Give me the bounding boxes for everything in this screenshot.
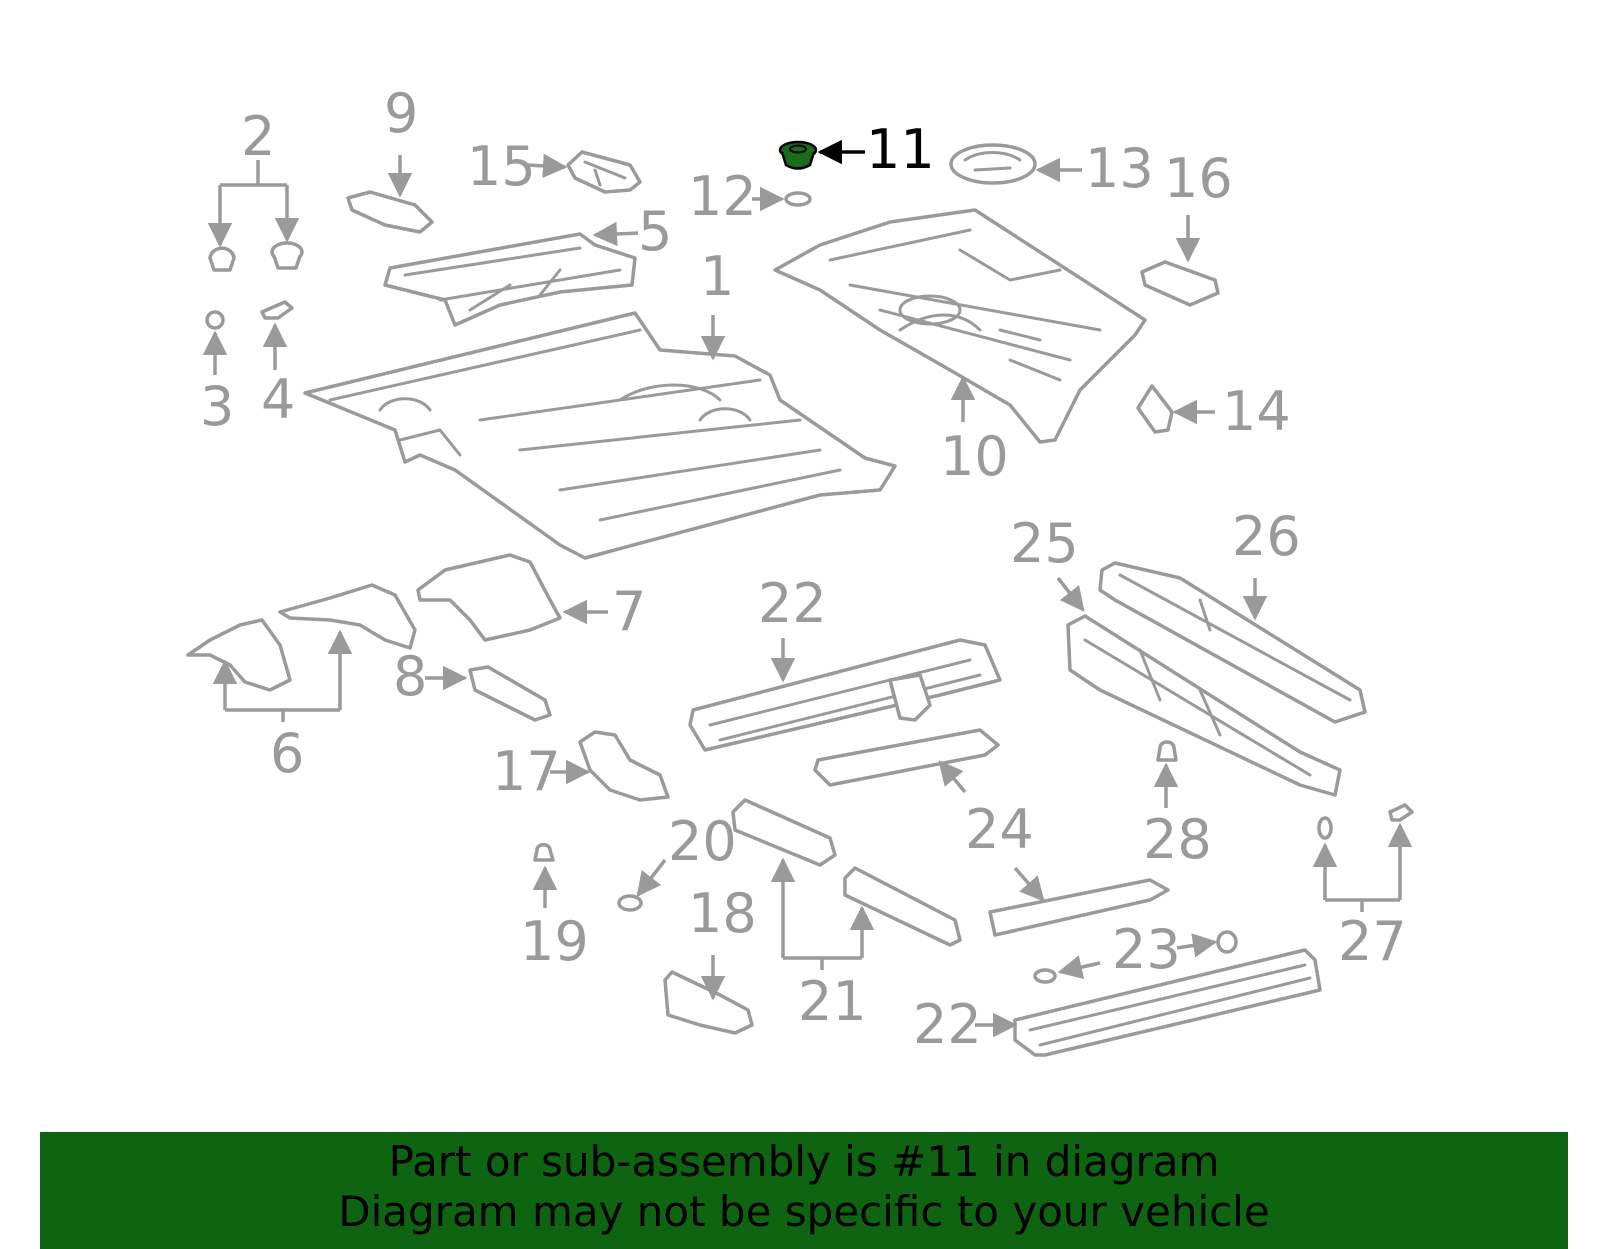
part-19-clip[interactable]	[533, 843, 555, 862]
part-8-bracket[interactable]	[468, 665, 552, 722]
callout-11: 11	[866, 118, 935, 181]
callout-13: 13	[1085, 137, 1154, 200]
callout-23: 23	[1112, 918, 1181, 981]
callout-22-lower: 22	[913, 993, 982, 1056]
part-13-cover[interactable]	[949, 143, 1037, 185]
part-23-plug-right[interactable]	[1216, 930, 1238, 954]
callout-16: 16	[1164, 147, 1233, 210]
callout-6: 6	[270, 722, 304, 785]
part-24-upper-reinforcement[interactable]	[813, 728, 1000, 787]
callout-labels: 2 9 15 11 13 12 16 5 1 3 4 14 10 25 26 2…	[200, 82, 1407, 1056]
part-9-bracket[interactable]	[346, 190, 434, 234]
part-14-bracket[interactable]	[1136, 384, 1174, 434]
callout-20: 20	[668, 810, 737, 873]
info-banner: Part or sub-assembly is #11 in diagram D…	[40, 1132, 1568, 1249]
banner-line-part: Part or sub-assembly is #11 in diagram	[388, 1137, 1220, 1186]
part-22-upper-rocker[interactable]	[688, 638, 1002, 752]
callout-5: 5	[638, 200, 672, 263]
callout-22-upper: 22	[758, 572, 827, 635]
callout-24-upper: 24	[965, 798, 1034, 861]
part-25-rear-side-member[interactable]	[1066, 614, 1342, 797]
part-28-clip[interactable]	[1156, 740, 1178, 762]
banner-line-disclaimer: Diagram may not be specific to your vehi…	[338, 1187, 1270, 1236]
callout-9: 9	[384, 82, 418, 145]
callout-14: 14	[1222, 380, 1291, 443]
part-1-front-floor-pan[interactable]	[303, 311, 897, 560]
part-3-plug[interactable]	[205, 310, 225, 330]
callout-12: 12	[688, 165, 757, 228]
part-20-plug[interactable]	[617, 894, 643, 912]
callout-3: 3	[200, 375, 234, 438]
callout-1: 1	[700, 245, 734, 308]
callout-10: 10	[940, 425, 1009, 488]
callout-21: 21	[798, 970, 867, 1033]
part-4-clip[interactable]	[260, 300, 294, 320]
parts-diagram: 2 9 15 11 13 12 16 5 1 3 4 14 10 25 26 2…	[186, 82, 1414, 1057]
part-7-bracket[interactable]	[416, 553, 562, 642]
callout-28: 28	[1143, 808, 1212, 871]
callout-25: 25	[1010, 512, 1079, 575]
part-10-rear-floor-pan[interactable]	[773, 208, 1147, 444]
callout-2: 2	[241, 105, 275, 168]
part-27-plugs[interactable]	[1317, 803, 1414, 840]
part-16-bracket[interactable]	[1140, 260, 1220, 307]
callout-19: 19	[520, 910, 589, 973]
part-5-cross-member[interactable]	[383, 232, 637, 327]
part-11-hole-plug[interactable]	[778, 140, 818, 170]
part-2-grommets[interactable]	[208, 241, 304, 272]
part-23-plug-left[interactable]	[1033, 968, 1057, 984]
part-24-lower-reinforcement[interactable]	[988, 878, 1170, 937]
part-12-plug[interactable]	[784, 191, 812, 207]
leader-lines	[202, 139, 1413, 1038]
callout-17: 17	[492, 740, 561, 803]
callout-4: 4	[261, 368, 295, 431]
part-15-bracket[interactable]	[566, 150, 642, 194]
callout-26: 26	[1232, 505, 1301, 568]
part-17-bracket[interactable]	[578, 730, 670, 802]
part-6-wheelhouse[interactable]	[186, 583, 417, 692]
callout-15: 15	[467, 135, 536, 198]
callout-27: 27	[1338, 910, 1407, 973]
callout-7: 7	[612, 580, 646, 643]
callout-18: 18	[688, 882, 757, 945]
part-18-bracket[interactable]	[663, 970, 754, 1035]
part-22-lower-rocker[interactable]	[1013, 948, 1322, 1057]
part-26-rear-side-member[interactable]	[1098, 561, 1367, 724]
part-21-members[interactable]	[731, 798, 962, 947]
callout-8: 8	[393, 645, 427, 708]
